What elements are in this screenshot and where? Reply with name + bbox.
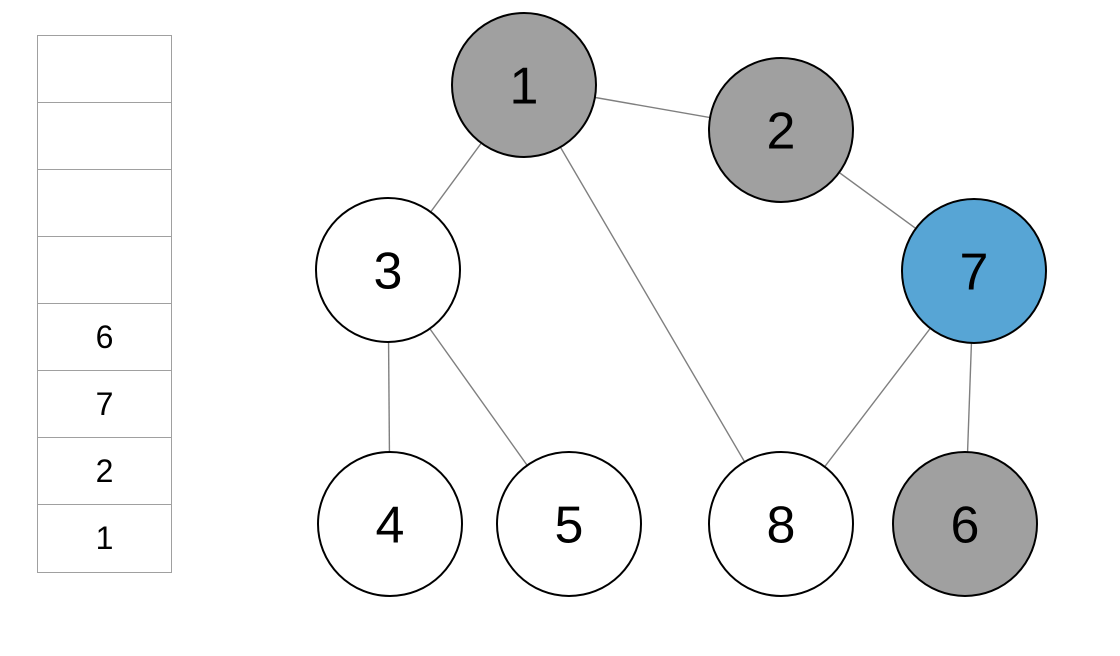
stack-cell-3 (38, 237, 171, 304)
graph-node-6[interactable] (892, 451, 1038, 597)
graph-node-5[interactable] (496, 451, 642, 597)
graph-node-3[interactable] (315, 197, 461, 343)
stack-cell-0 (38, 36, 171, 103)
stack-cell-2 (38, 170, 171, 237)
graph-node-1[interactable] (451, 12, 597, 158)
graph-node-4[interactable] (317, 451, 463, 597)
stack-cell-7: 1 (95, 520, 114, 556)
stack-table: 6 7 2 1 (37, 35, 172, 573)
stack-cell-1 (38, 103, 171, 170)
stack-cell-4: 6 (38, 304, 171, 371)
stack-cell-5: 7 (38, 371, 171, 438)
stack-cell-6: 2 (38, 438, 171, 505)
graph-edge-1-8 (523, 84, 782, 525)
graph-node-8[interactable] (708, 451, 854, 597)
graph-node-2[interactable] (708, 57, 854, 203)
graph-node-7[interactable] (901, 198, 1047, 344)
